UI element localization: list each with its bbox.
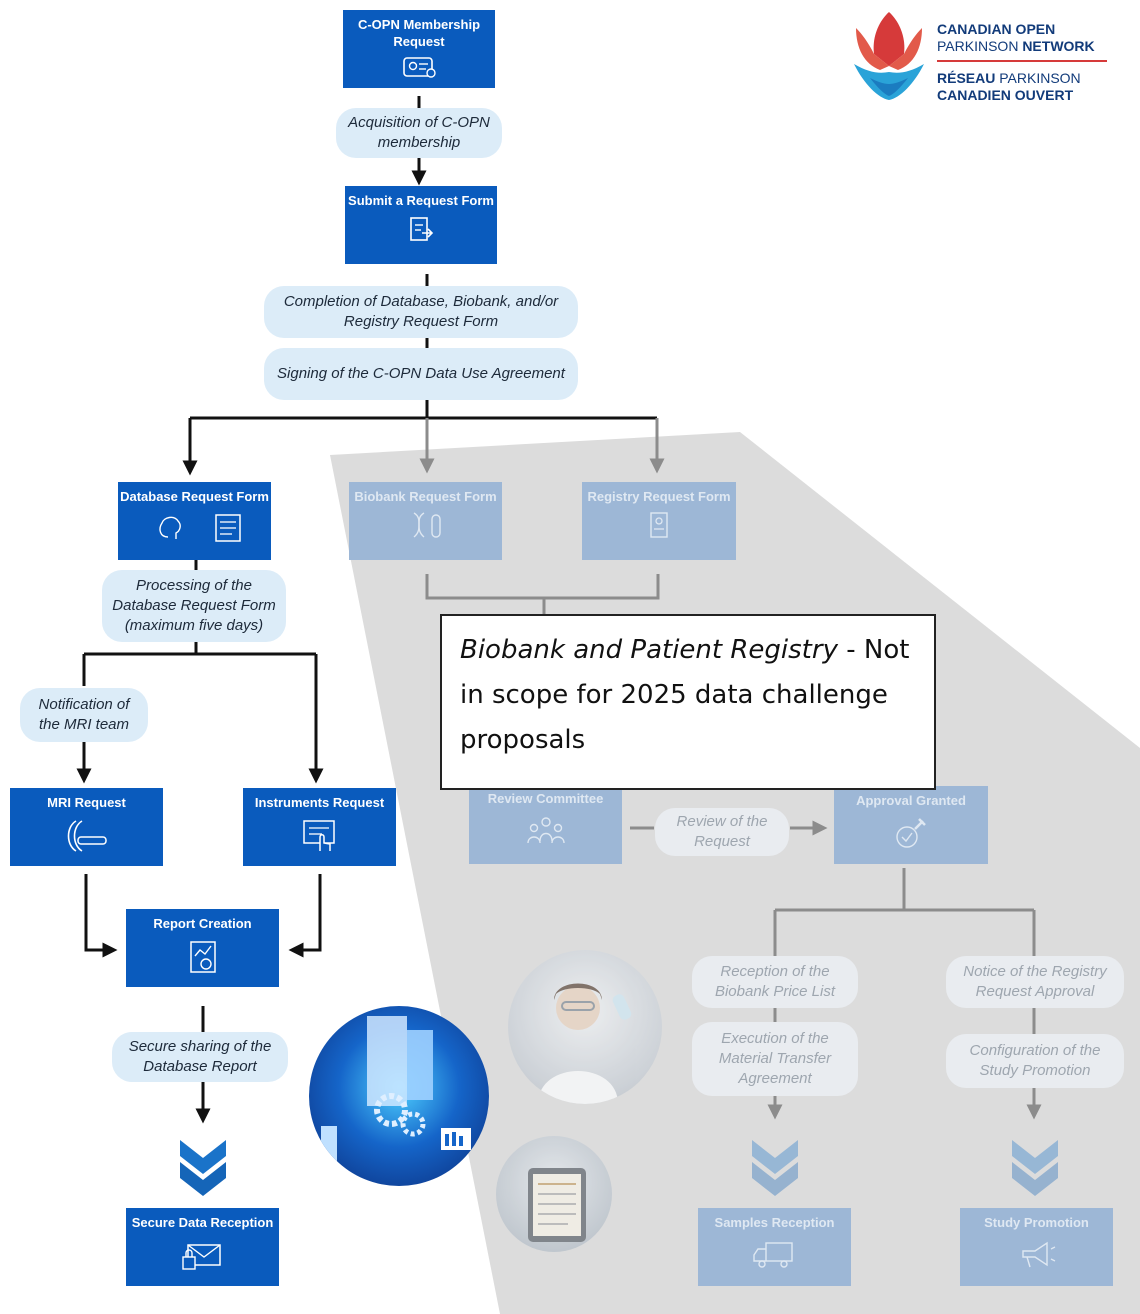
mri-request-label: MRI Request — [47, 795, 126, 810]
report-chart-icon — [189, 941, 216, 973]
registry-request-label: Registry Request Form — [587, 489, 731, 504]
report-creation-box: Report Creation — [126, 909, 279, 987]
registry-request-box: Registry Request Form — [582, 482, 736, 560]
notice-italic-text: Biobank and Patient Registry — [460, 635, 838, 665]
brain-document-icon — [158, 514, 241, 542]
secure-data-reception-box: Secure Data Reception — [126, 1208, 279, 1286]
secure-data-reception-label: Secure Data Reception — [131, 1215, 274, 1230]
step-config: Configuration of the Study Promotion — [946, 1034, 1124, 1088]
study-promotion-box: Study Promotion — [960, 1208, 1113, 1286]
data-center-illustration — [309, 1006, 489, 1186]
delivery-truck-icon — [752, 1242, 793, 1268]
logo-text-line3: RÉSEAU PARKINSON — [937, 70, 1081, 87]
logo-divider — [937, 60, 1107, 62]
database-request-label: Database Request Form — [120, 489, 269, 504]
membership-request-label: C-OPN Membership Request — [357, 17, 481, 49]
step-processing: Processing of the Database Request Form … — [102, 570, 286, 642]
membership-request-box: C-OPN Membership Request — [343, 10, 495, 88]
logo-text-parkinson: PARKINSON — [937, 38, 1023, 54]
registry-document-icon — [650, 512, 668, 538]
tablet-photo — [496, 1136, 612, 1252]
server-gears-icon — [321, 1016, 471, 1176]
logo-text-network: NETWORK — [1022, 38, 1095, 54]
step-mta: Execution of the Material Transfer Agree… — [692, 1022, 858, 1096]
mri-scanner-icon — [67, 820, 107, 852]
notice-text: - Not in scope for 2025 data challenge p… — [460, 635, 910, 755]
samples-reception-box: Samples Reception — [698, 1208, 851, 1286]
step-registry-approval: Notice of the Registry Request Approval — [946, 956, 1124, 1008]
chevron-down-icon — [180, 1140, 226, 1196]
logo-text-parkinson-fr: PARKINSON — [999, 70, 1081, 86]
approval-granted-box: Approval Granted — [834, 786, 988, 864]
logo-text-line1: CANADIAN OPEN — [937, 21, 1056, 37]
step-biobank-price: Reception of the Biobank Price List — [692, 956, 858, 1008]
report-creation-label: Report Creation — [153, 916, 252, 931]
step-sharing: Secure sharing of the Database Report — [112, 1032, 288, 1082]
stamp-approval-icon — [896, 818, 926, 848]
step-acquisition: Acquisition of C-OPN membership — [336, 108, 502, 158]
step-review-request: Review of the Request — [655, 808, 789, 856]
logo-text-reseau: RÉSEAU — [937, 70, 1000, 86]
tablet-icon — [528, 1168, 586, 1242]
megaphone-icon — [1021, 1241, 1055, 1268]
submit-request-label: Submit a Request Form — [348, 193, 494, 208]
instruments-request-label: Instruments Request — [254, 795, 385, 810]
dna-test-tube-icon — [413, 512, 441, 538]
instruments-request-box: Instruments Request — [243, 788, 396, 866]
step-signing: Signing of the C-OPN Data Use Agreement — [264, 348, 578, 400]
review-committee-box: Review Committee — [469, 784, 622, 864]
submit-request-box: Submit a Request Form — [345, 186, 497, 264]
logo-text-line4: CANADIEN OUVERT — [937, 87, 1074, 103]
mri-request-box: MRI Request — [10, 788, 163, 866]
step-completion: Completion of Database, Biobank, and/or … — [264, 286, 578, 338]
logo-icon — [854, 12, 924, 100]
secure-envelope-icon — [181, 1244, 221, 1270]
step-notification: Notification of the MRI team — [20, 688, 148, 742]
out-of-scope-notice: Biobank and Patient Registry - Not in sc… — [440, 614, 936, 790]
scientist-photo — [508, 950, 662, 1104]
touchscreen-icon — [302, 820, 335, 851]
database-request-box: Database Request Form — [118, 482, 271, 560]
id-card-icon — [403, 57, 436, 78]
study-promotion-label: Study Promotion — [984, 1215, 1089, 1230]
form-submit-icon — [410, 217, 434, 241]
samples-reception-label: Samples Reception — [714, 1215, 835, 1230]
chevron-down-icon — [752, 1140, 1058, 1196]
scientist-icon — [538, 983, 632, 1104]
biobank-request-box: Biobank Request Form — [349, 482, 502, 560]
review-committee-label: Review Committee — [487, 791, 604, 806]
team-icon — [526, 817, 565, 844]
biobank-request-label: Biobank Request Form — [354, 489, 497, 504]
logo-text-line2: PARKINSON NETWORK — [937, 38, 1095, 55]
approval-granted-label: Approval Granted — [856, 793, 966, 808]
